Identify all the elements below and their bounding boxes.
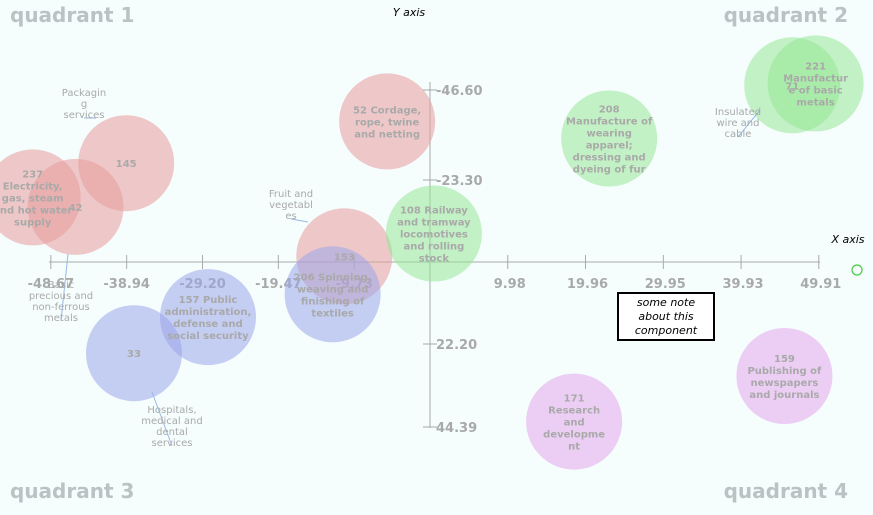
bubble-label: 206 Spinning, [294,272,372,283]
external-label: Insulated [715,107,761,118]
bubble-label: and hot water [0,205,72,216]
bubble [561,90,658,187]
x-tick-label: 9.98 [494,277,526,292]
bubble-label: nt [568,442,580,453]
external-label: precious and [29,291,93,302]
y-tick-label: 44.39 [436,421,477,436]
bubble [385,185,482,282]
quadrant-2-label: quadrant 2 [724,3,848,27]
x-tick-label: 39.93 [722,277,763,292]
bubble-label: 208 [599,105,620,116]
quadrant-4-label: quadrant 4 [724,479,848,503]
y-tick-label: 22.20 [436,338,477,353]
y-tick-label: -23.30 [436,174,483,189]
external-label: Packagin [62,88,106,99]
bubble [78,115,175,212]
x-tick-label: 19.96 [567,277,608,292]
y-tick-label: -46.60 [436,84,483,99]
bubble [736,328,833,424]
bubble-label: 171 [564,394,585,405]
external-label: medical and [141,416,202,427]
x-tick-label: -48.67 [28,277,75,292]
quadrant-3-label: quadrant 3 [10,479,134,503]
bubble-label: Manufactur [783,73,848,84]
bubble-label: developme [543,430,605,441]
external-label: vegetabl [269,200,313,211]
leader-line [60,253,69,322]
bubble-label: wearing [586,129,631,140]
bubble-label: and journals [749,390,819,401]
bubble-label: textiles [311,308,353,319]
external-label: services [63,110,104,121]
bubble-label: Research [548,406,600,417]
bubble-label: dyeing of fur [573,165,646,176]
leader-line [290,218,309,223]
external-label: non-ferrous [32,302,90,313]
leader-line [737,109,761,138]
bubble-label: stock [419,254,450,265]
bubble-label: weaving and [297,284,369,295]
external-label: cable [725,129,752,140]
bubble-label: apparel; [586,141,633,152]
bubble [284,246,381,343]
bubble-label: e of basic [789,85,843,96]
bubble-label: newspapers [751,378,819,389]
bubble-label: and tramway [397,218,471,229]
x-tick-label: 49.91 [800,277,841,292]
external-label: Hospitals, [147,405,196,416]
x-axis-title: X axis [830,233,864,246]
bubble [85,305,182,402]
bubble-label: gas, steam [2,193,64,204]
bubble-label: 159 [774,354,795,365]
bubble-label: Electricity, [3,181,63,192]
bubble [339,73,436,170]
x-tick-label: -38.94 [103,277,150,292]
bubble-label: 221 [805,61,826,72]
bubble [767,35,864,132]
bubble [159,269,256,366]
external-label: metals [44,313,78,324]
bubble-label: 52 Cordage, [353,105,421,116]
quadrant-1-label: quadrant 1 [10,3,134,27]
bubble-label: and netting [354,129,420,140]
bubble-label: 157 Public [179,295,238,306]
external-label: services [151,438,192,449]
external-label: Fruit and [269,189,313,200]
bubble-label: and [564,418,585,429]
external-label: dental [156,427,188,438]
bubble-label: 145 [116,159,137,170]
bubble-label: defense and [173,319,242,330]
bubble-label: locomotives [400,230,468,241]
bubble-label: 153 [334,252,355,263]
bubble-label: 33 [127,349,141,360]
leader-line [151,391,173,447]
bubble-label: 108 Railway [400,206,468,217]
bubble-label: 71 [785,81,799,92]
external-label: wire and [717,118,760,129]
bubble-label: 237 [22,169,43,180]
x-tick-label: 29.95 [645,277,686,292]
external-label: es [285,211,296,222]
bubble-label: metals [797,97,835,108]
bubble-label: Publishing of [747,366,822,377]
bubble-label: supply [14,217,52,228]
bubble-label: rope, twine [355,117,420,128]
bubble-label: and rolling [403,242,464,253]
bubble-label: Manufacture of [566,117,653,128]
bubble [526,373,623,470]
legend-marker [851,264,863,276]
external-label: g [81,99,87,110]
bubble-label: dressing and [573,153,646,164]
bubble-label: social security [167,331,249,342]
annotation-note[interactable]: some note about this component [617,292,715,341]
y-axis-title: Y axis [393,6,426,19]
bubble-label: 42 [69,203,83,214]
bubble-label: administration, [165,307,252,318]
bubble-label: finishing of [301,296,365,307]
external-label: Basic [48,280,74,291]
